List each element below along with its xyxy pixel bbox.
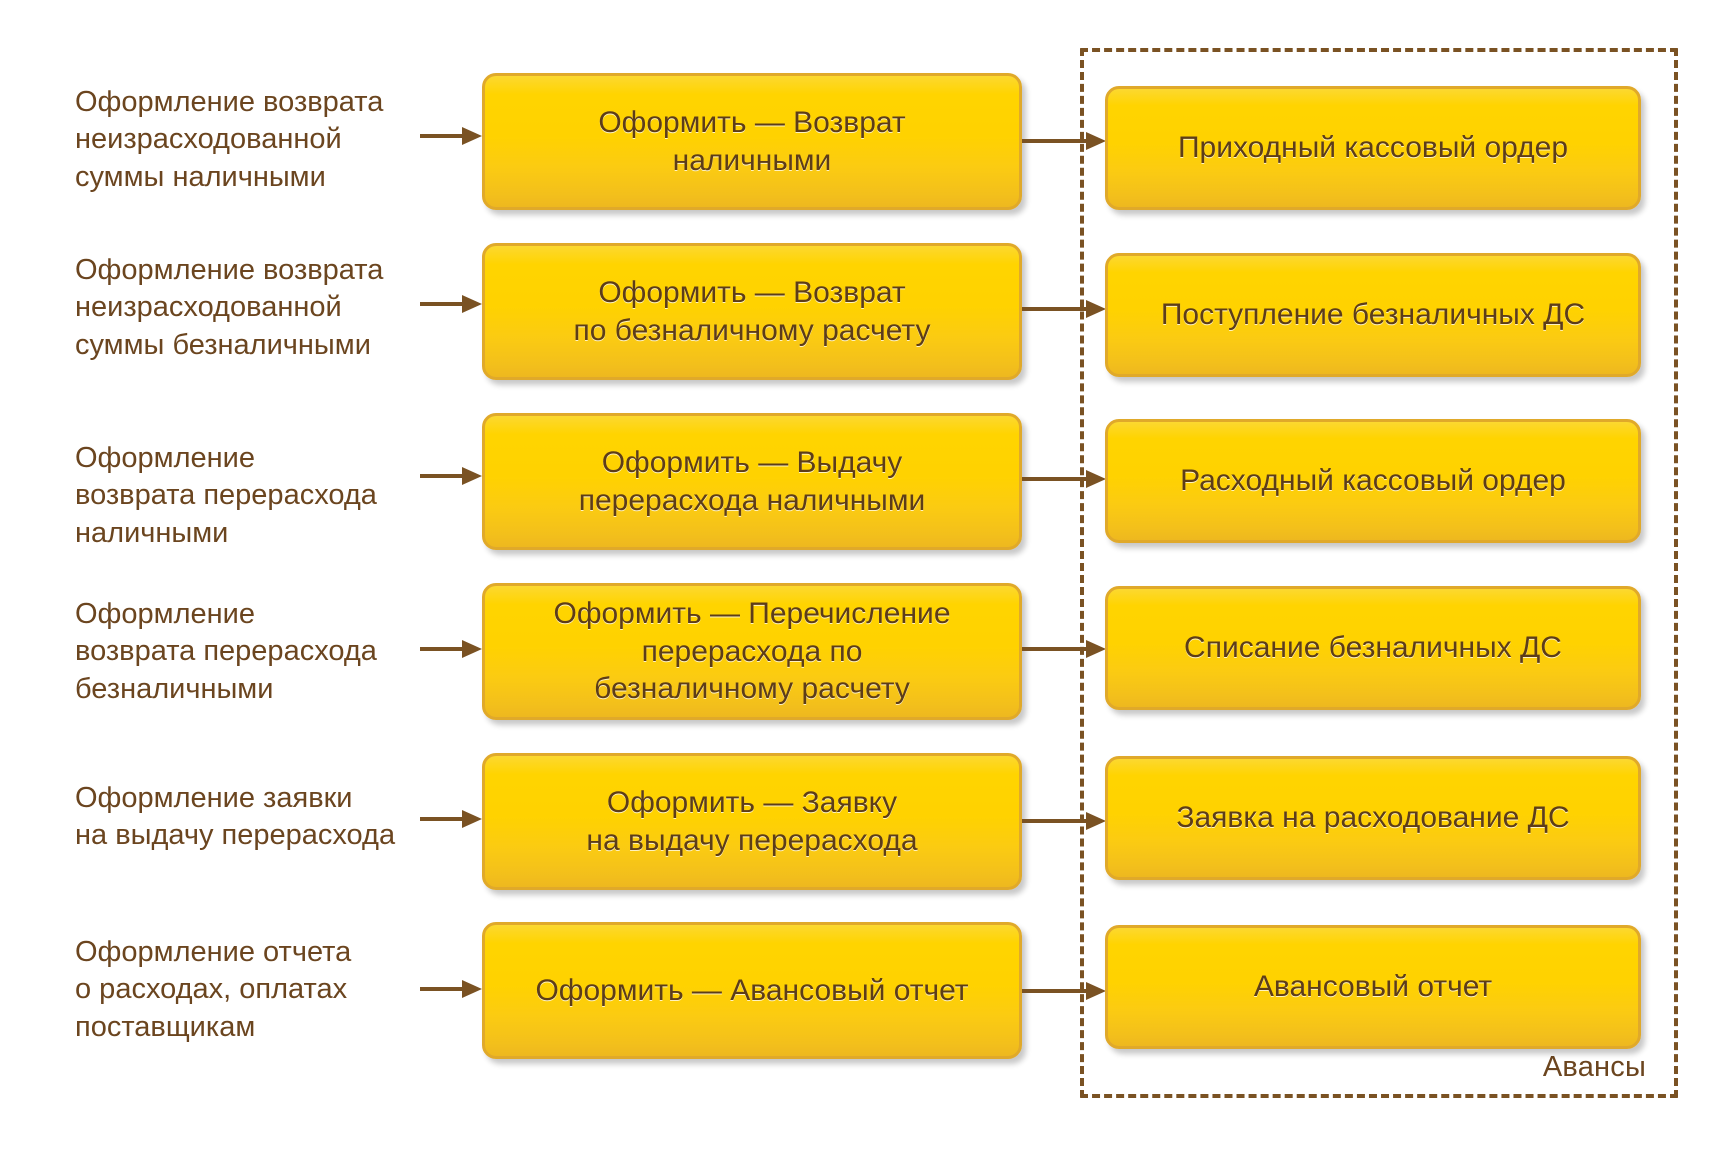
row-caption-3: Оформление возврата перерасхода наличным… <box>75 442 377 549</box>
action-node-2[interactable]: Оформить — Возврат по безналичному расче… <box>482 243 1022 380</box>
arrow-caption-to-action-3 <box>420 467 482 485</box>
document-node-6[interactable]: Авансовый отчет <box>1105 925 1641 1049</box>
arrow-caption-to-action-4 <box>420 640 482 658</box>
row-caption-6: Оформление отчета о расходах, оплатах по… <box>75 936 352 1043</box>
action-node-5[interactable]: Оформить — Заявку на выдачу перерасхода <box>482 753 1022 890</box>
action-node-4[interactable]: Оформить — Перечисление перерасхода по б… <box>482 583 1022 720</box>
arrow-caption-to-action-2 <box>420 295 482 313</box>
arrow-action-to-document-1 <box>1022 132 1106 150</box>
document-node-3[interactable]: Расходный кассовый ордер <box>1105 419 1641 543</box>
action-node-3[interactable]: Оформить — Выдачу перерасхода наличными <box>482 413 1022 550</box>
arrow-action-to-document-4 <box>1022 640 1106 658</box>
group-container-avansy: Авансы <box>1080 48 1678 1098</box>
arrow-caption-to-action-1 <box>420 127 482 145</box>
row-caption-2: Оформление возврата неизрасходованной су… <box>75 254 384 361</box>
document-node-1[interactable]: Приходный кассовый ордер <box>1105 86 1641 210</box>
row-caption-1: Оформление возврата неизрасходованной су… <box>75 86 384 193</box>
document-node-5[interactable]: Заявка на расходование ДС <box>1105 756 1641 880</box>
row-caption-5: Оформление заявки на выдачу перерасхода <box>75 782 396 852</box>
arrow-caption-to-action-5 <box>420 810 482 828</box>
group-label: Авансы <box>1542 1051 1646 1083</box>
action-node-1[interactable]: Оформить — Возврат наличными <box>482 73 1022 210</box>
arrow-action-to-document-2 <box>1022 300 1106 318</box>
action-node-6[interactable]: Оформить — Авансовый отчет <box>482 922 1022 1059</box>
document-node-2[interactable]: Поступление безналичных ДС <box>1105 253 1641 377</box>
arrow-action-to-document-6 <box>1022 982 1106 1000</box>
arrow-action-to-document-3 <box>1022 470 1106 488</box>
row-caption-4: Оформление возврата перерасхода безналич… <box>75 598 377 705</box>
document-node-4[interactable]: Списание безналичных ДС <box>1105 586 1641 710</box>
arrow-caption-to-action-6 <box>420 980 482 998</box>
arrow-action-to-document-5 <box>1022 812 1106 830</box>
